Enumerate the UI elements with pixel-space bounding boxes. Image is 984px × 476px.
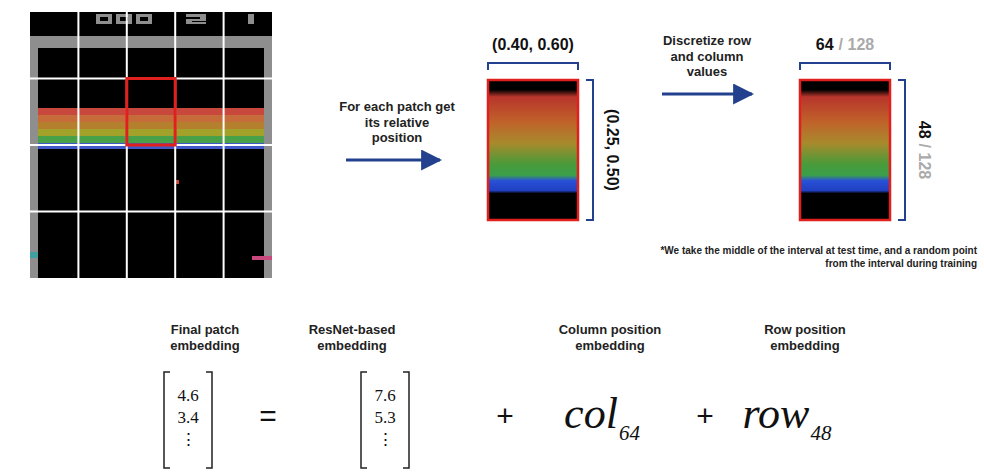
matrix-bracket <box>403 372 409 468</box>
label-group: = <box>259 401 277 431</box>
illustration-part <box>136 14 152 24</box>
label-group: row48 <box>743 392 832 436</box>
brick-rows <box>38 108 264 149</box>
label-group: col64 <box>564 392 640 436</box>
matrix-bracket <box>361 372 367 468</box>
illustration-part <box>192 21 206 22</box>
matrix-bracket <box>206 372 212 468</box>
label-group: Row position embedding <box>753 322 857 353</box>
selected-patch <box>127 79 175 146</box>
label-group: + <box>496 401 514 431</box>
label-group: 64 / 128 <box>816 35 874 54</box>
illustration-part <box>116 14 132 24</box>
step-caption: ResNet-based embedding <box>296 322 408 353</box>
matrix-bracket <box>164 372 170 468</box>
label-group: (0.40, 0.60) <box>492 35 574 54</box>
screen-background <box>30 12 272 278</box>
game-screenshot <box>30 12 272 278</box>
vector-value: ⋮ <box>180 429 197 451</box>
label-group: 7.65.3⋮ <box>374 385 395 451</box>
step-caption: Discretize row and column values <box>651 33 763 80</box>
embedding-subscript: 64 <box>619 423 640 444</box>
illustration-part <box>38 115 264 122</box>
label-group: Final patch embedding <box>155 322 255 353</box>
operator: + <box>496 401 514 431</box>
illustration-part <box>38 122 264 129</box>
vector-value: ⋮ <box>377 429 394 451</box>
label-group: 4.63.4⋮ <box>177 385 198 451</box>
embedding-symbol: col <box>564 392 618 436</box>
interval-label: (0.25, 0.50) <box>602 109 621 191</box>
embedding-symbol: row <box>743 392 810 436</box>
illustration-part <box>186 17 200 19</box>
operator: + <box>696 401 714 431</box>
illustration-part <box>100 17 206 22</box>
illustration-part <box>38 108 264 115</box>
label-group: *We take the middle of the interval at t… <box>659 244 977 270</box>
paddle <box>252 256 272 260</box>
illustration-part <box>30 211 272 213</box>
column-bracket <box>488 63 578 70</box>
patch-grid <box>30 12 272 278</box>
vector-value: 4.6 <box>177 385 198 407</box>
label-group: (0.25, 0.50) <box>602 109 621 191</box>
operator: = <box>259 401 277 431</box>
label-group: 48 / 128 <box>914 121 933 179</box>
interval-label: (0.40, 0.60) <box>492 35 574 54</box>
bin-count: / 128 <box>839 35 875 54</box>
bin-count: / 128 <box>914 144 933 180</box>
bin-index: 64 <box>816 35 834 54</box>
vector-value: 7.6 <box>374 385 395 407</box>
step-caption: Column position embedding <box>546 322 674 353</box>
label-group: ResNet-based embedding <box>296 322 408 353</box>
process-arrow <box>346 159 440 162</box>
bin-index: 48 <box>914 121 933 139</box>
process-arrow <box>662 93 752 96</box>
label-group: For each patch get its relative position <box>338 99 456 146</box>
footnote: *We take the middle of the interval at t… <box>659 244 977 270</box>
illustration-part <box>100 17 108 21</box>
label-group: Column position embedding <box>546 322 674 353</box>
illustration-part <box>96 14 112 24</box>
label-group: Discretize row and column values <box>651 33 763 80</box>
illustration-part <box>186 14 206 24</box>
embedding-subscript: 48 <box>810 423 831 444</box>
patch-image <box>488 80 578 220</box>
column-bracket <box>800 63 890 70</box>
paddle-left <box>30 252 38 258</box>
vector-value: 3.4 <box>177 407 198 429</box>
illustration-part <box>140 17 148 21</box>
right-wall <box>264 36 272 278</box>
label-group: + <box>696 401 714 431</box>
illustration-part <box>38 129 264 136</box>
top-wall <box>30 36 272 48</box>
row-bracket <box>586 80 593 220</box>
illustration-part <box>248 14 254 24</box>
step-caption: For each patch get its relative position <box>338 99 456 146</box>
left-wall <box>30 36 38 278</box>
step-caption: Row position embedding <box>753 322 857 353</box>
vector-value: 5.3 <box>374 407 395 429</box>
patch-image <box>800 80 890 220</box>
step-caption: Final patch embedding <box>155 322 255 353</box>
row-bracket <box>898 80 905 220</box>
illustration-part <box>38 136 264 143</box>
